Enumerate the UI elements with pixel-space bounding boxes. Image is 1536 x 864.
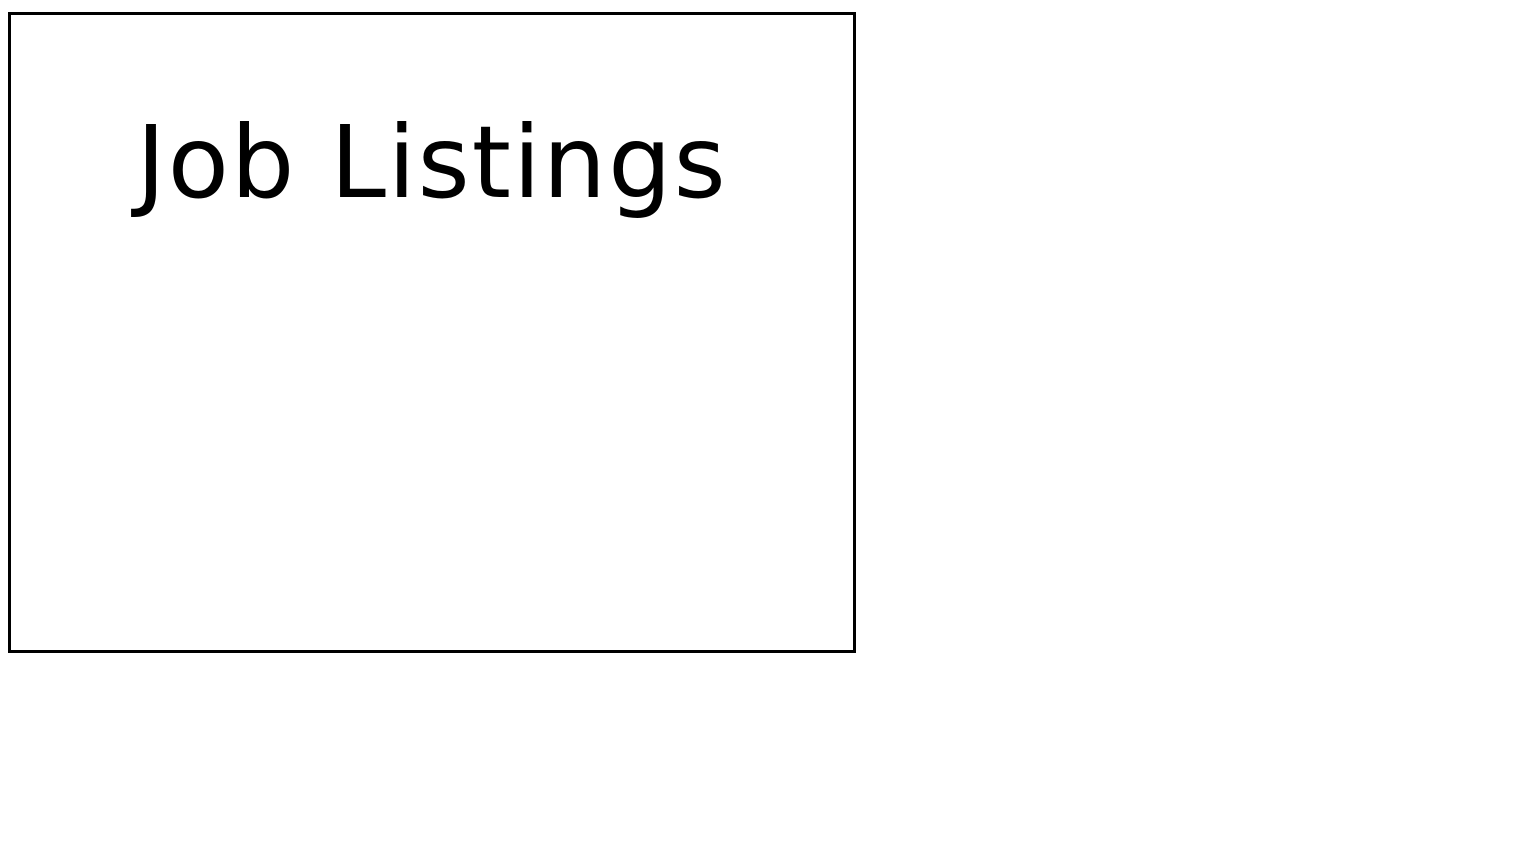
job-listings-panel: Job Listings [8,12,856,653]
panel-title: Job Listings [136,104,728,221]
